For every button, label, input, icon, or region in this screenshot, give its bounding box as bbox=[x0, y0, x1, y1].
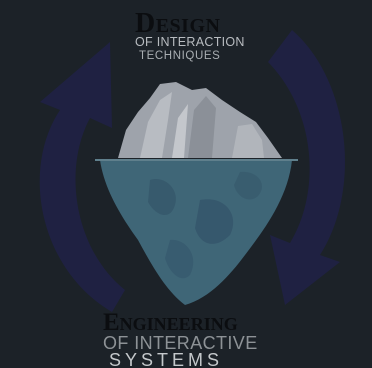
bottom-label-line1: OF INTERACTIVE bbox=[103, 333, 258, 353]
bottom-label: Engineering OF INTERACTIVE SYSTEMS bbox=[103, 310, 258, 368]
right-cycle-arrow bbox=[268, 30, 345, 305]
top-label-line2: TECHNIQUES bbox=[139, 49, 221, 62]
left-cycle-arrow bbox=[39, 42, 125, 312]
iceberg-underwater bbox=[100, 160, 292, 305]
top-label-line1: OF INTERACTION bbox=[135, 35, 245, 49]
top-label-title: Design bbox=[135, 8, 221, 39]
top-label: Design OF INTERACTION TECHNIQUES bbox=[135, 10, 245, 62]
iceberg-tip bbox=[118, 82, 282, 158]
bottom-label-title: Engineering bbox=[103, 309, 238, 336]
bottom-label-line2: SYSTEMS bbox=[109, 350, 224, 368]
